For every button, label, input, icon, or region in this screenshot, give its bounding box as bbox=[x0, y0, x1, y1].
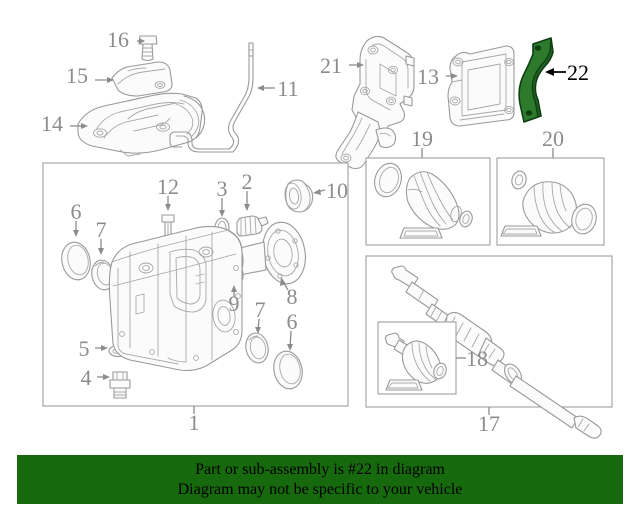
callout-13-label: 13 bbox=[417, 64, 439, 89]
leader-7-right bbox=[255, 318, 261, 334]
part-21-engine-mount-bracket bbox=[335, 35, 415, 170]
part-20-boot-kit-contents bbox=[500, 170, 597, 237]
leader-4 bbox=[97, 374, 110, 380]
part-6-oil-seal-left bbox=[61, 241, 91, 281]
leader-13 bbox=[446, 73, 458, 79]
callout-1-label: 1 bbox=[189, 410, 200, 435]
part-7-bearing-race-left bbox=[91, 259, 115, 291]
leader-22 bbox=[545, 68, 566, 76]
callout-7-left-label: 7 bbox=[96, 217, 107, 242]
callout-6-right-label: 6 bbox=[287, 309, 298, 334]
leader-9 bbox=[231, 285, 237, 297]
callout-11-label: 11 bbox=[277, 76, 298, 101]
part-7-bearing-race-right bbox=[245, 332, 269, 364]
part-22-curved-support-bracket bbox=[518, 37, 554, 123]
leader-15 bbox=[95, 77, 114, 83]
leader-8 bbox=[280, 277, 289, 291]
leader-16 bbox=[137, 38, 145, 44]
callout-4-label: 4 bbox=[81, 365, 92, 390]
part-2-breather-fitting bbox=[236, 215, 269, 237]
notice-line-2: Diagram may not be specific to your vehi… bbox=[177, 480, 463, 498]
part-16-bolt bbox=[138, 35, 158, 62]
transfer-case-housing bbox=[108, 225, 243, 372]
callout-6-left-label: 6 bbox=[71, 199, 82, 224]
part-6-oil-seal-right bbox=[273, 350, 303, 390]
callout-20-label: 20 bbox=[542, 126, 564, 151]
notice-banner: Part or sub-assembly is #22 in diagram D… bbox=[17, 455, 623, 504]
notice-line-1: Part or sub-assembly is #22 in diagram bbox=[195, 460, 445, 478]
callout-5-label: 5 bbox=[79, 336, 90, 361]
callout-17-label: 17 bbox=[478, 411, 500, 436]
callout-12-label: 12 bbox=[157, 174, 179, 199]
part-18-cv-joint-contents bbox=[384, 332, 447, 391]
part-10-dust-cap bbox=[284, 179, 314, 213]
callout-22-label: 22 bbox=[567, 60, 589, 85]
callout-9-label: 9 bbox=[229, 291, 240, 316]
callout-14-label: 14 bbox=[41, 111, 63, 136]
leader-10 bbox=[313, 189, 326, 195]
leader-6-left bbox=[73, 221, 79, 237]
part-14-splash-shield bbox=[77, 92, 206, 157]
part-19-boot-kit-contents bbox=[374, 162, 473, 239]
leader-7-left bbox=[98, 239, 104, 255]
callout-16-label: 16 bbox=[107, 27, 129, 52]
callout-15-label: 15 bbox=[66, 63, 88, 88]
part-13-transmission-mount-bracket bbox=[447, 45, 515, 127]
callout-19-label: 19 bbox=[411, 126, 433, 151]
leader-3 bbox=[219, 198, 225, 217]
leader-21 bbox=[349, 62, 364, 68]
callout-7-right-label: 7 bbox=[255, 297, 266, 322]
leader-5 bbox=[95, 345, 108, 351]
leader-12 bbox=[165, 196, 171, 211]
leader-14 bbox=[70, 123, 88, 129]
callout-21-label: 21 bbox=[320, 53, 342, 78]
leader-6-right bbox=[287, 330, 293, 351]
leader-11 bbox=[257, 85, 275, 91]
part-11-vent-tube bbox=[169, 42, 254, 153]
part-4-drain-plug bbox=[109, 371, 131, 399]
callout-18-label: 18 bbox=[466, 346, 488, 371]
callout-3-label: 3 bbox=[217, 176, 228, 201]
callout-10-label: 10 bbox=[326, 178, 348, 203]
callout-2-label: 2 bbox=[242, 169, 253, 194]
part-15-small-plate bbox=[111, 61, 173, 97]
leader-2 bbox=[244, 191, 250, 211]
callout-8-label: 8 bbox=[287, 284, 298, 309]
